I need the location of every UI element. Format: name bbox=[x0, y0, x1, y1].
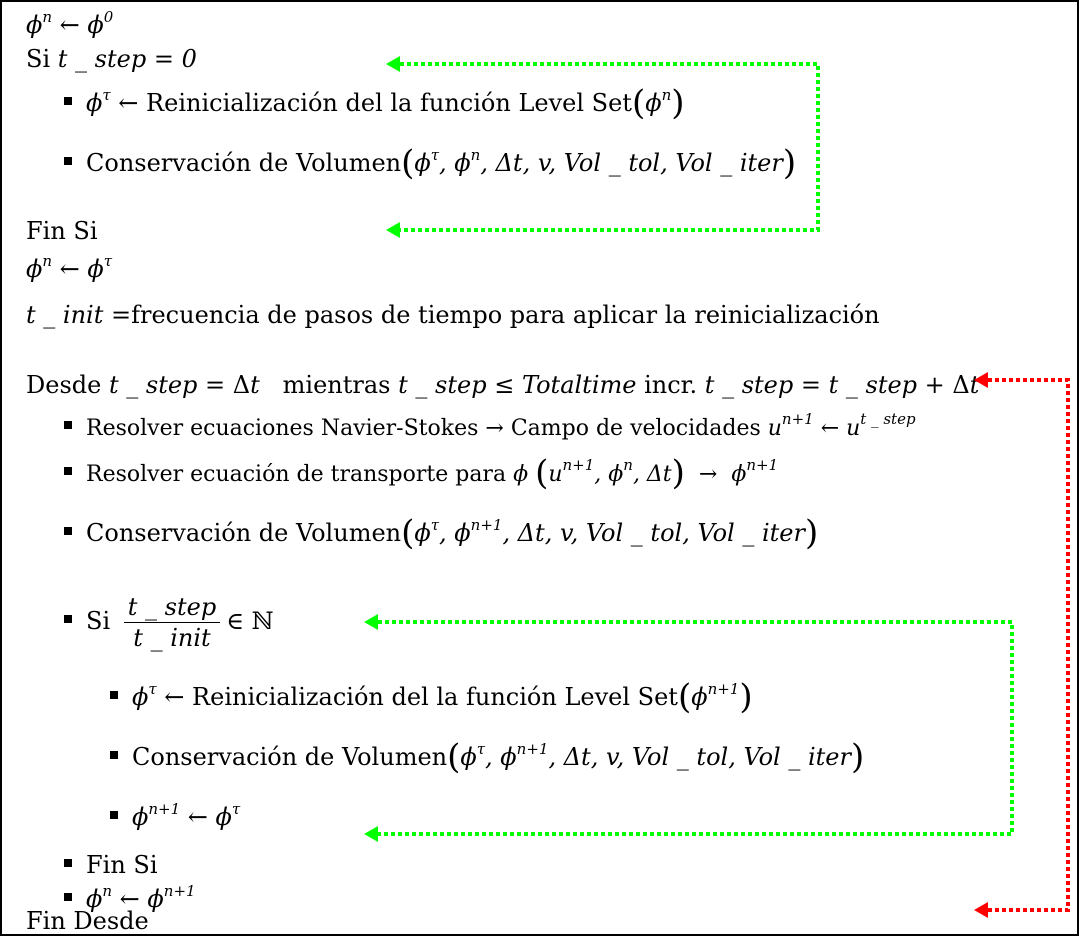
keyword-incr: incr. bbox=[644, 371, 698, 399]
volume-label: Conservación de Volumen bbox=[86, 149, 402, 177]
arrow-head-icon bbox=[386, 222, 400, 238]
bullet-icon bbox=[64, 893, 72, 901]
line-fin-si-1: Fin Si bbox=[26, 217, 98, 245]
line-phi-n-final: ϕn ← ϕn+1 bbox=[64, 884, 196, 914]
reinit-label: Reinicialización del la función Level Se… bbox=[146, 89, 632, 117]
volume-label: Conservación de Volumen bbox=[132, 743, 448, 771]
line-phi-init: ϕn ← ϕ0 bbox=[26, 8, 114, 40]
bullet-icon bbox=[110, 751, 118, 759]
transport-label: Resolver ecuación de transporte para bbox=[86, 462, 507, 487]
line-si-tstep: Si t _ step = 0 bbox=[26, 44, 197, 74]
bullet-icon bbox=[64, 527, 72, 535]
condition-tstep-zero: t _ step = 0 bbox=[57, 45, 197, 73]
fraction-numerator: t _ step bbox=[123, 592, 221, 623]
line-navier-stokes: Resolver ecuaciones Navier-Stokes → Camp… bbox=[64, 412, 916, 444]
line-fin-si-2: Fin Si bbox=[64, 850, 158, 880]
keyword-desde: Desde bbox=[26, 371, 102, 399]
keyword-si: Si bbox=[26, 45, 51, 73]
line-volume-2: Conservación de Volumen(ϕτ, ϕn+1, Δt, v,… bbox=[64, 516, 818, 550]
keyword-si: Si bbox=[86, 607, 111, 635]
arrow-cond-1 bbox=[400, 62, 820, 232]
arrow-head-icon bbox=[386, 56, 400, 72]
bullet-icon bbox=[64, 97, 72, 105]
arrow-loop bbox=[988, 378, 1070, 912]
fraction-denominator: t _ init bbox=[133, 624, 211, 652]
line-volume-3: Conservación de Volumen(ϕτ, ϕn+1, Δt, v,… bbox=[110, 740, 864, 774]
line-phi-n1: ϕn+1 ← ϕτ bbox=[110, 802, 240, 832]
arrow-head-icon bbox=[364, 826, 378, 842]
fraction: t _ step t _ init bbox=[123, 592, 221, 653]
arrow-head-icon bbox=[364, 614, 378, 630]
line-phi-update: ϕn ← ϕτ bbox=[26, 252, 113, 284]
bullet-icon bbox=[110, 811, 118, 819]
line-transport: Resolver ecuación de transporte para ϕ (… bbox=[64, 456, 778, 490]
line-volume-1: Conservación de Volumen(ϕτ, ϕn, Δt, v, V… bbox=[64, 146, 796, 180]
tinit-description: =frecuencia de pasos de tiempo para apli… bbox=[111, 301, 880, 329]
reinit-label: Reinicialización del la función Level Se… bbox=[192, 683, 678, 711]
line-fin-desde: Fin Desde bbox=[26, 907, 149, 935]
line-reinit-1: ϕτ ← Reinicialización del la función Lev… bbox=[64, 86, 685, 120]
bullet-icon bbox=[64, 467, 72, 475]
arrow-cond-2 bbox=[378, 620, 1014, 836]
keyword-mientras: mientras bbox=[282, 371, 391, 399]
line-desde: Desde t _ step = Δt mientras t _ step ≤ … bbox=[26, 371, 980, 399]
line-tinit: t _ init =frecuencia de pasos de tiempo … bbox=[26, 301, 880, 329]
navier-stokes-label: Resolver ecuaciones Navier-Stokes bbox=[86, 416, 479, 441]
bullet-icon bbox=[64, 615, 72, 623]
volume-label: Conservación de Volumen bbox=[86, 519, 402, 547]
arrow-head-icon bbox=[974, 902, 988, 918]
velocity-field-label: Campo de velocidades bbox=[510, 416, 761, 441]
keyword-fin-si: Fin Si bbox=[86, 851, 158, 879]
arrow-head-icon bbox=[974, 372, 988, 388]
bullet-icon bbox=[110, 691, 118, 699]
bullet-icon bbox=[64, 421, 72, 429]
bullet-icon bbox=[64, 859, 72, 867]
line-si-fraction: Si t _ step t _ init ∈ ℕ bbox=[64, 592, 274, 653]
bullet-icon bbox=[64, 157, 72, 165]
line-reinit-2: ϕτ ← Reinicialización del la función Lev… bbox=[110, 680, 753, 714]
